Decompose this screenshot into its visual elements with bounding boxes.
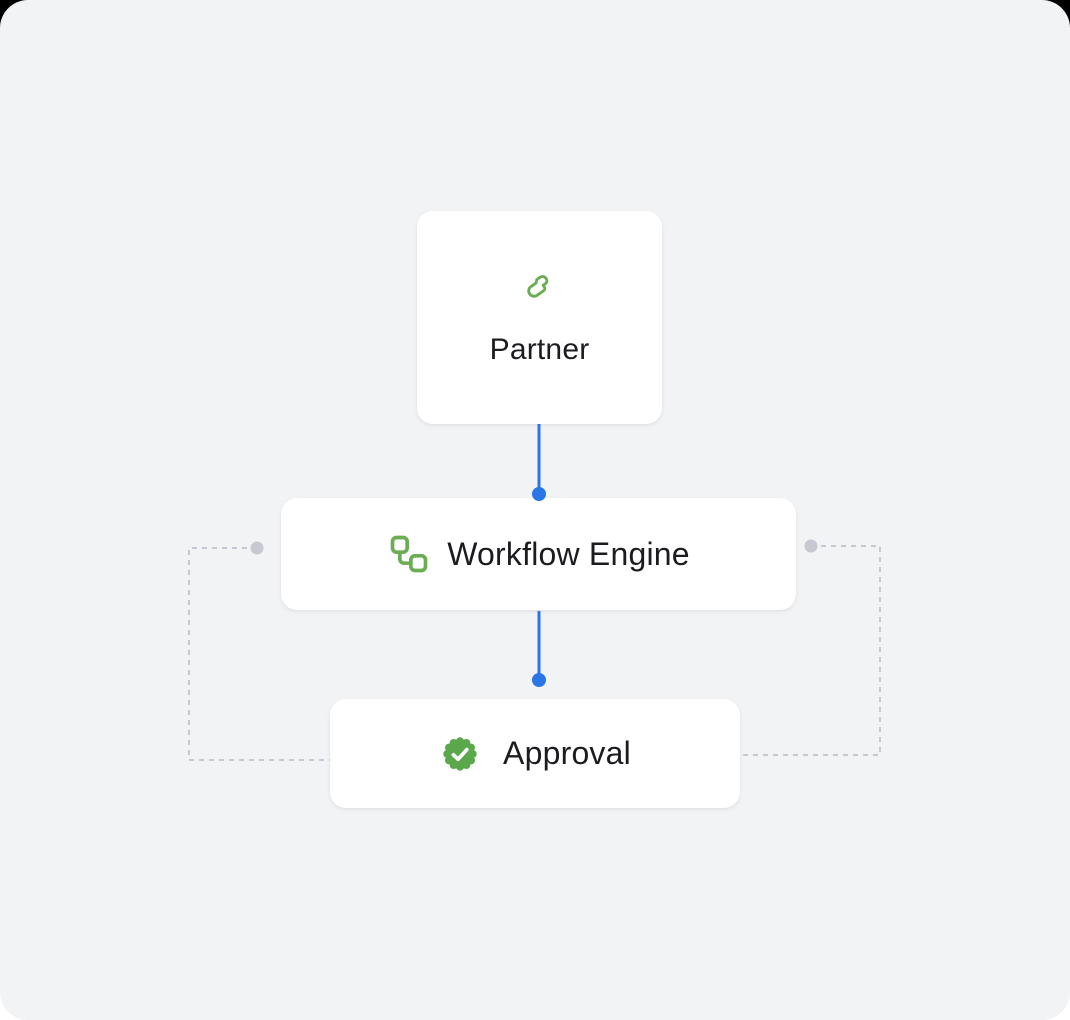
node-partner[interactable]: Partner [417, 211, 662, 424]
connector-dot-workflow-to-approval [532, 673, 546, 687]
badge-check-icon [443, 736, 477, 771]
node-workflow-engine-label: Workflow Engine [447, 535, 690, 572]
workflow-icon [390, 535, 428, 573]
node-partner-label: Partner [489, 332, 590, 366]
node-approval[interactable]: Approval [330, 699, 740, 808]
handshake-icon [526, 274, 548, 298]
node-approval-label: Approval [503, 735, 631, 772]
node-workflow-engine[interactable]: Workflow Engine [281, 498, 796, 610]
dashed-loop-left-dot [250, 541, 264, 555]
dashed-loop-right-dot [804, 539, 818, 553]
